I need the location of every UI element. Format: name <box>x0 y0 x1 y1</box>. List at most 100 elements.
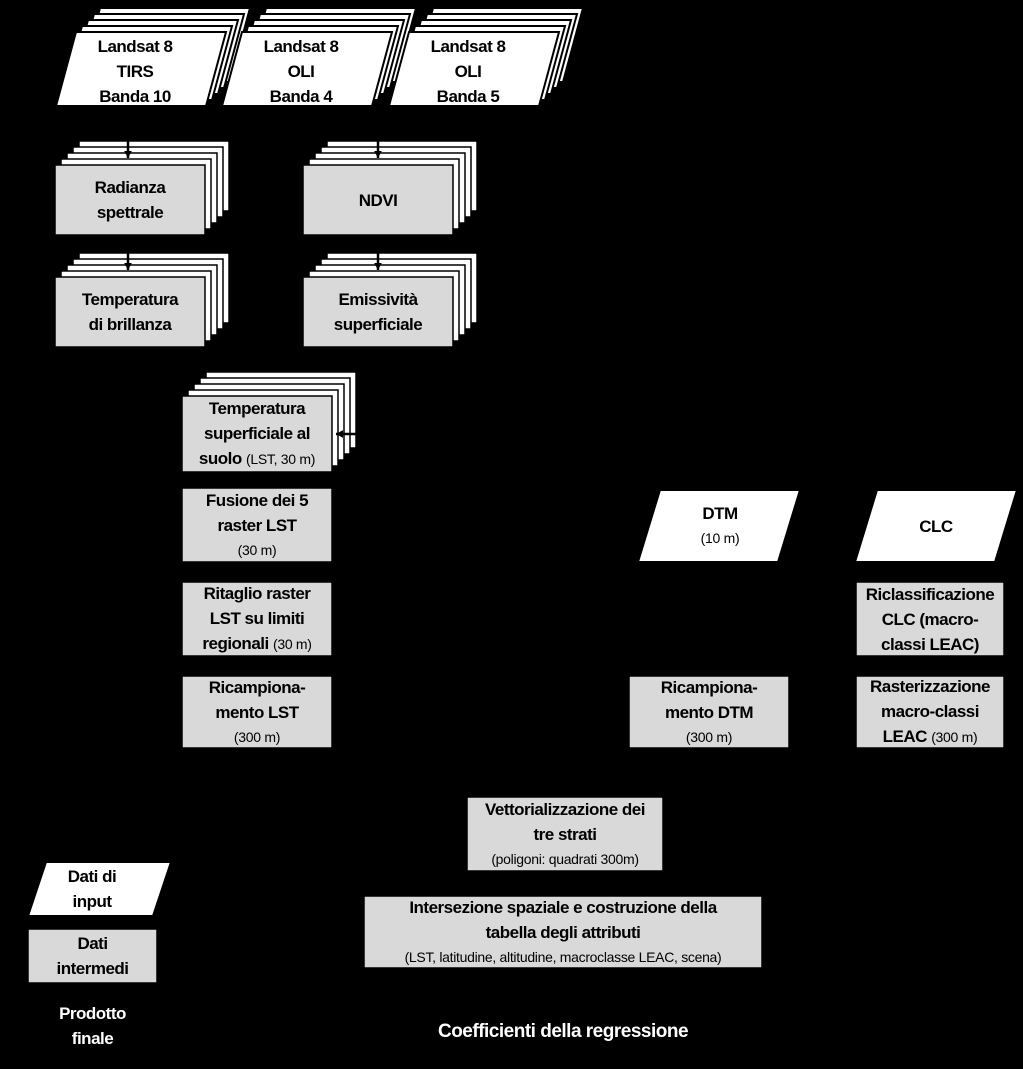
radianza-shape <box>54 164 206 236</box>
node-ndvi: NDVI <box>303 165 453 235</box>
bold-text: regionali <box>202 634 269 653</box>
vettorializzazione-shape <box>466 796 664 872</box>
line: NDVI <box>358 190 398 210</box>
line: OLI <box>454 61 482 81</box>
node-riclassificazione: Riclassificazione CLC (macro- classi LEA… <box>856 582 1004 656</box>
node-ritaglio: Ritaglio raster LST su limiti regionali … <box>182 582 332 656</box>
ritaglio-shape <box>181 581 333 657</box>
line: regionali (30 m) <box>202 631 312 657</box>
line: spettrale <box>96 203 164 222</box>
resolution-text: (poligoni: quadrati 300m) <box>491 850 639 867</box>
line: CLC <box>919 516 953 536</box>
temperatura-brillanza-shape <box>54 276 206 348</box>
bold-text: suolo <box>198 449 242 468</box>
line: Ritaglio raster <box>203 584 311 603</box>
node-emissivita: Emissività superficiale <box>303 277 453 347</box>
node-fusione: Fusione dei 5 raster LST (30 m) <box>182 488 332 562</box>
line: intermedi <box>56 959 129 978</box>
node-vettorializzazione: Vettorializzazione dei tre strati (polig… <box>467 797 663 871</box>
arrow-ndvi-emiss-head <box>374 262 382 270</box>
line: Ricampiona- <box>208 677 306 697</box>
line: Dati <box>77 934 108 953</box>
lst-shape <box>181 395 333 473</box>
resolution-text: (30 m) <box>237 541 277 558</box>
line: Banda 4 <box>269 86 333 106</box>
node-coefficienti: Coefficienti della regressione <box>360 1014 766 1048</box>
legend-input: Dati di input <box>36 862 148 916</box>
node-temperatura-brillanza: Temperatura di brillanza <box>55 277 205 347</box>
line: raster LST <box>217 515 297 535</box>
line: Landsat 8 <box>430 36 506 56</box>
line: Fusione dei 5 <box>205 490 309 510</box>
fusione-shape <box>181 487 333 563</box>
line: mento DTM <box>664 702 754 722</box>
line: Prodotto <box>59 1004 126 1023</box>
line: superficiale <box>333 315 423 334</box>
line: finale <box>71 1029 114 1048</box>
node-landsat-oli-5: Landsat 8 OLI Banda 5 <box>403 32 533 110</box>
bold-text: LEAC <box>882 727 928 746</box>
ricampionamento-lst-shape <box>181 675 333 749</box>
line: Landsat 8 <box>263 36 339 56</box>
node-dtm: DTM (10 m) <box>650 490 790 562</box>
line: suolo (LST, 30 m) <box>199 446 315 472</box>
rasterizzazione-shape <box>855 675 1005 749</box>
line: Landsat 8 <box>97 36 173 56</box>
intersezione-shape <box>363 895 763 969</box>
emissivita-shape <box>302 276 454 348</box>
arrow-radianza-temp-head <box>124 262 132 270</box>
line: superficiale al <box>204 424 310 443</box>
line: LEAC (300 m) <box>883 724 978 750</box>
ricampionamento-dtm-shape <box>628 675 790 749</box>
legend-intermediate: Dati intermedi <box>28 929 157 983</box>
line: Intersezione spaziale e costruzione dell… <box>409 897 717 917</box>
resolution-text: (10 m) <box>700 530 740 546</box>
legend-input-shape <box>26 861 173 917</box>
line: Ricampiona- <box>660 677 758 697</box>
line: Coefficienti della regressione <box>437 1020 689 1042</box>
node-lst: Temperatura superficiale al suolo (LST, … <box>182 396 332 472</box>
arrow-tirs-radianza-head <box>124 150 132 158</box>
line: classi LEAC) <box>881 634 979 654</box>
line: Radianza <box>94 178 166 197</box>
resolution-text: (300 m) <box>931 729 978 745</box>
node-rasterizzazione: Rasterizzazione macro-classi LEAC (300 m… <box>856 676 1004 748</box>
line: input <box>72 892 112 911</box>
line: TIRS <box>116 61 154 81</box>
line: di brillanza <box>88 315 172 334</box>
line: macro-classi <box>881 702 979 721</box>
arrow-oli-ndvi-head <box>374 150 382 158</box>
landsat-oli-5-shape <box>387 31 561 107</box>
line: tre strati <box>533 824 597 844</box>
line: CLC (macro- <box>881 609 979 629</box>
line: Rasterizzazione <box>869 677 991 696</box>
legend-final: Prodotto finale <box>28 1000 157 1052</box>
line: Temperatura <box>208 399 306 418</box>
node-ricampionamento-lst: Ricampiona- mento LST (300 m) <box>182 676 332 748</box>
line: Riclassificazione <box>865 584 995 604</box>
resolution-text: (30 m) <box>272 636 312 652</box>
line: LST su limiti <box>209 609 305 628</box>
line: OLI <box>287 61 315 81</box>
landsat-tirs-shape <box>54 31 228 107</box>
line: Temperatura <box>81 290 179 309</box>
riclassificazione-shape <box>855 581 1005 657</box>
line: Emissività <box>338 290 418 309</box>
line: Dati di <box>67 867 117 886</box>
node-clc: CLC <box>866 490 1006 562</box>
attributes-text: (LST, latitudine, altitudine, macroclass… <box>404 948 722 965</box>
node-landsat-oli-4: Landsat 8 OLI Banda 4 <box>236 32 366 110</box>
resolution-text: (LST, 30 m) <box>246 451 316 467</box>
dtm-shape <box>636 489 802 563</box>
line: DTM <box>702 504 738 523</box>
node-ricampionamento-dtm: Ricampiona- mento DTM (300 m) <box>629 676 789 748</box>
line: Banda 10 <box>99 86 171 106</box>
line: tabella degli attributi <box>485 922 641 942</box>
line: mento LST <box>215 702 299 722</box>
line: Vettorializzazione dei <box>485 799 646 819</box>
landsat-oli-4-shape <box>220 31 394 107</box>
line: Banda 5 <box>436 86 500 106</box>
ndvi-shape <box>302 164 454 236</box>
arrow-emiss-lst-head <box>336 430 344 438</box>
